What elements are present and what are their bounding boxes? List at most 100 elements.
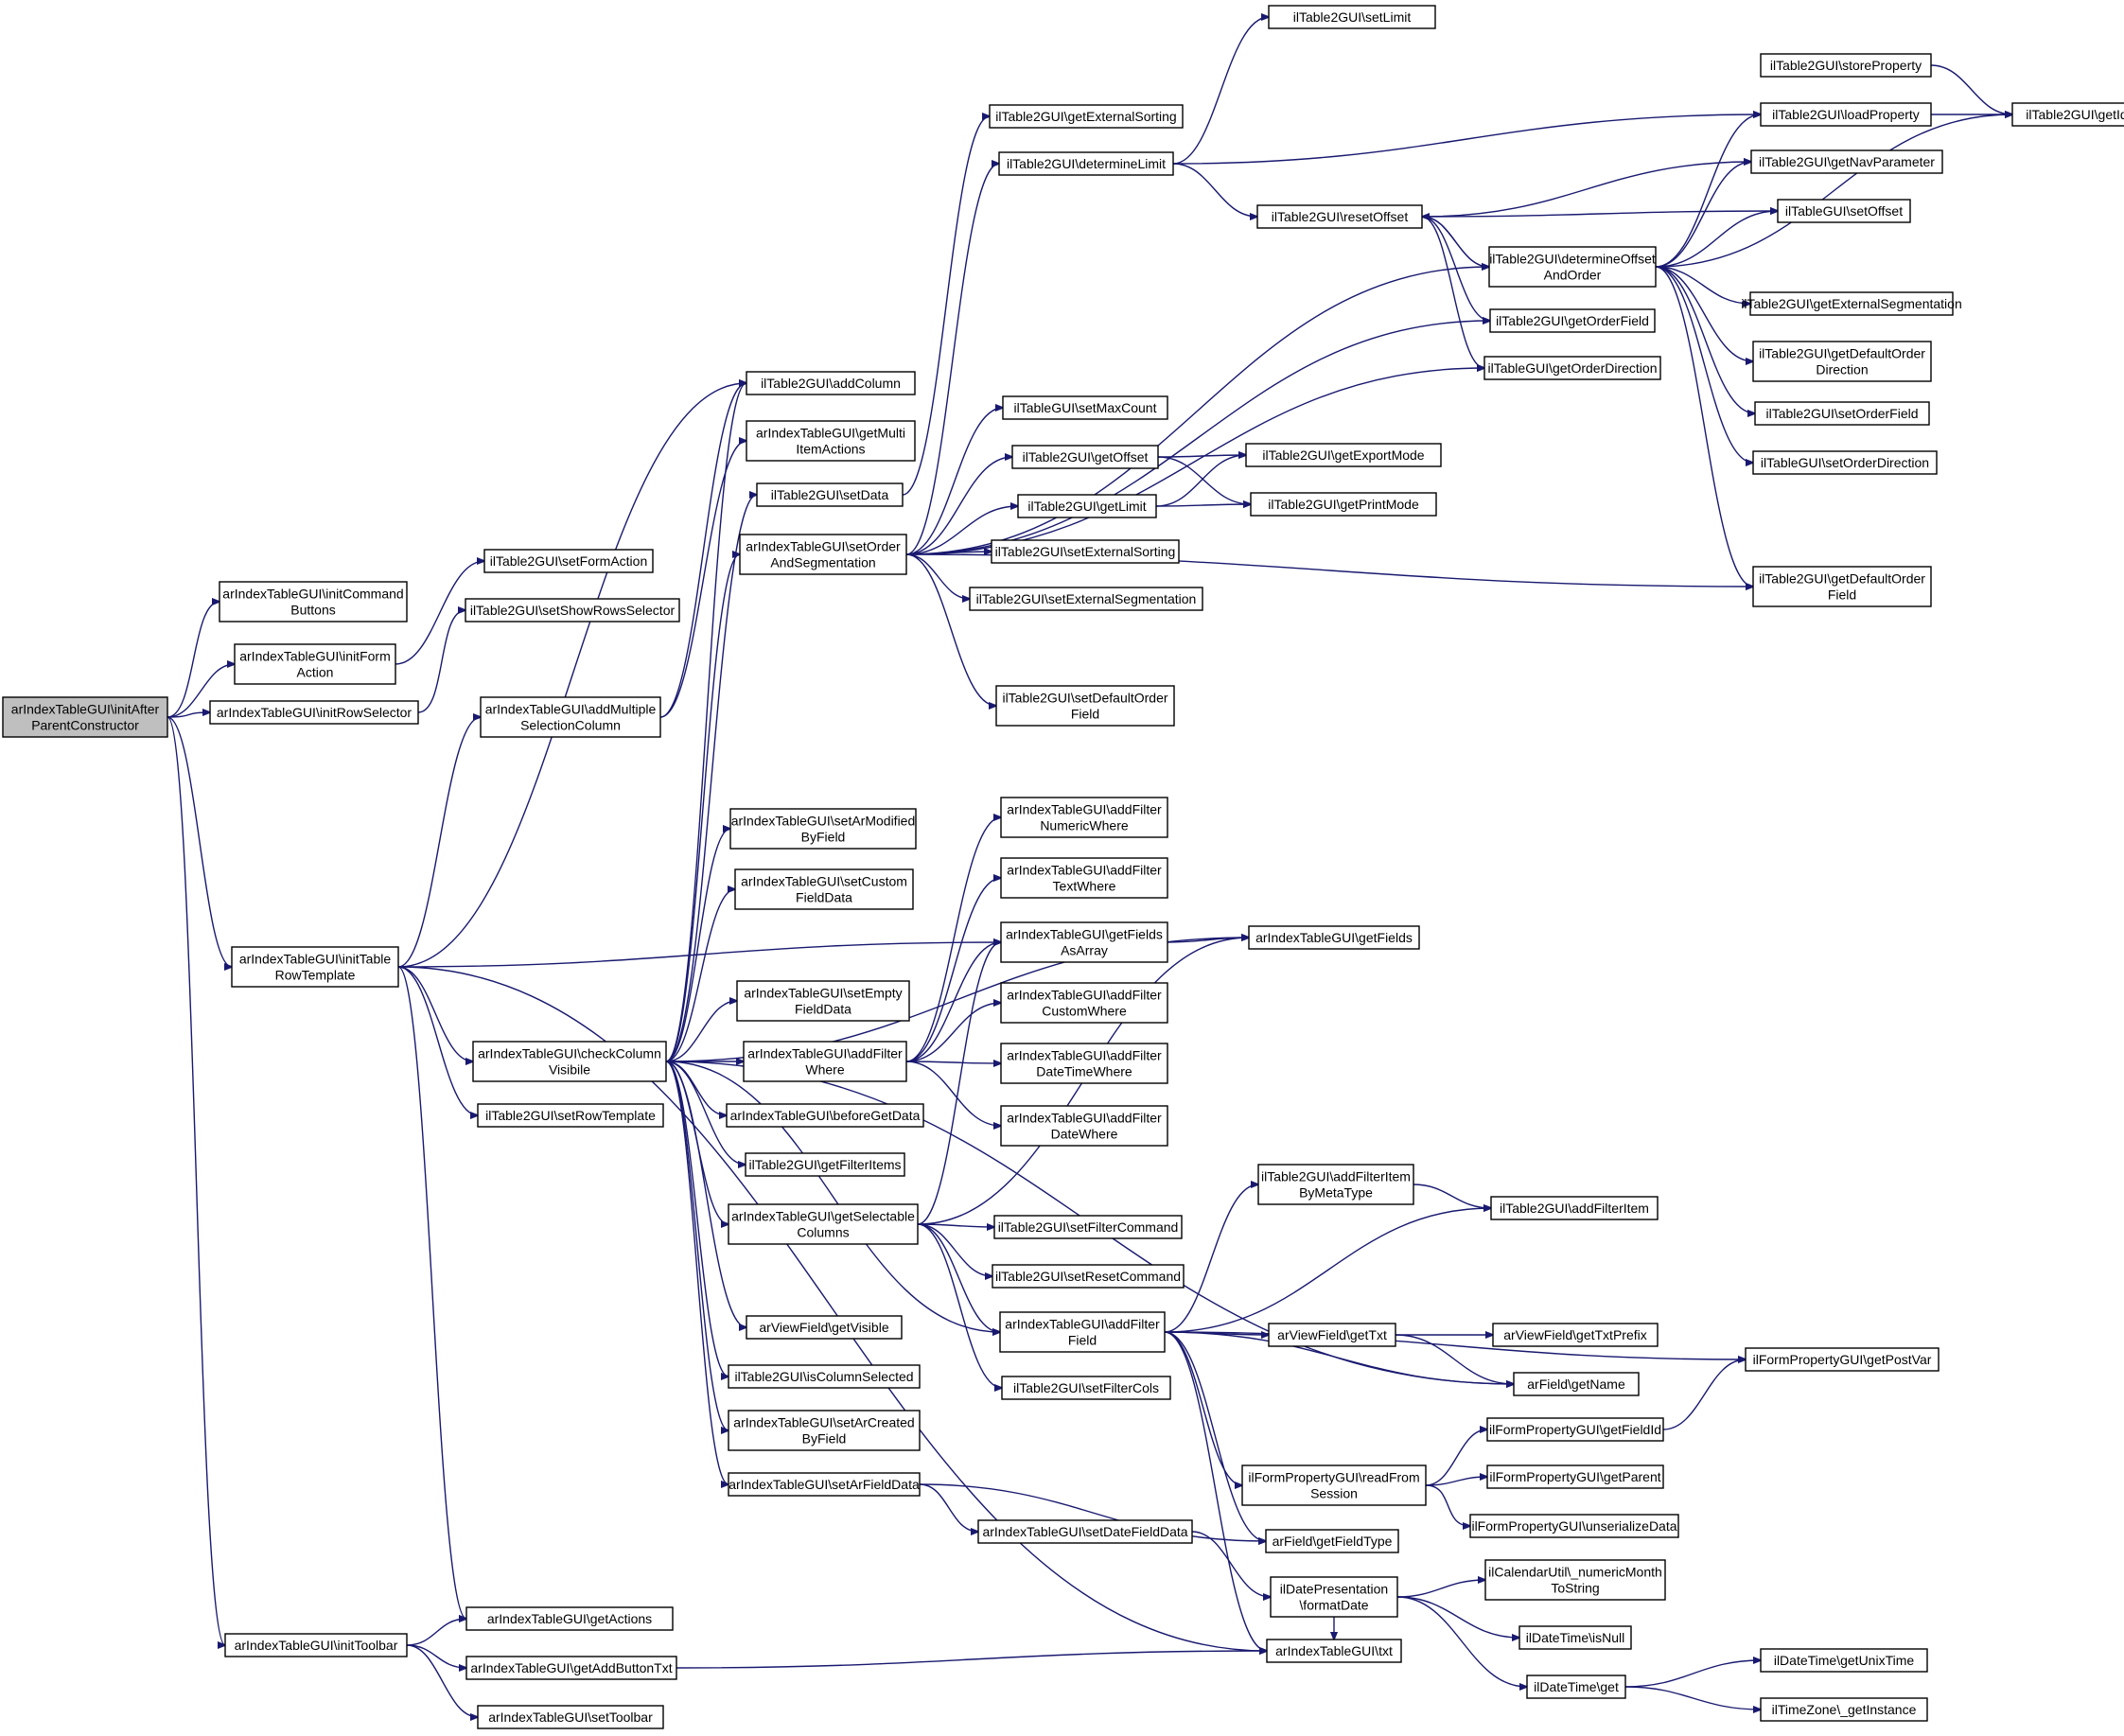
node-arindextablegui-settoolbar[interactable]: arIndexTableGUI\setToolbar	[477, 1705, 664, 1729]
node-arindextablegui-initafterparentconstructor[interactable]: arIndexTableGUI\initAfterParentConstruct…	[2, 696, 168, 738]
node-box	[1486, 1464, 1664, 1489]
node-ildatetime-isnull[interactable]: ilDateTime\isNull	[1518, 1625, 1632, 1650]
node-box	[472, 1041, 667, 1082]
node-arindextablegui-initrowselector[interactable]: arIndexTableGUI\initRowSelector	[209, 700, 419, 725]
node-arindextablegui-txt[interactable]: arIndexTableGUI\txt	[1266, 1639, 1402, 1663]
node-iltable2gui-getexternalsorting[interactable]: ilTable2GUI\getExternalSorting	[989, 104, 1184, 129]
node-ildatepresentation-formatdate[interactable]: ilDatePresentation\formatDate	[1270, 1576, 1398, 1618]
node-iltable2gui-getorderfield[interactable]: ilTable2GUI\getOrderField	[1489, 308, 1656, 333]
node-iltable2gui-setshowrowsselector[interactable]: ilTable2GUI\setShowRowsSelector	[465, 598, 680, 623]
node-iltable2gui-setexternalsorting[interactable]: ilTable2GUI\setExternalSorting	[991, 539, 1180, 564]
node-ilformpropertygui-unserializedata[interactable]: ilFormPropertyGUI\unserializeData	[1469, 1514, 1679, 1538]
node-arindextablegui-setdatefielddata[interactable]: arIndexTableGUI\setDateFieldData	[977, 1519, 1193, 1544]
node-iltable2gui-addcolumn[interactable]: ilTable2GUI\addColumn	[746, 371, 916, 395]
node-iltable2gui-setfiltercols[interactable]: ilTable2GUI\setFilterCols	[1001, 1376, 1171, 1400]
node-iltable2gui-setformaction[interactable]: ilTable2GUI\setFormAction	[483, 549, 654, 573]
node-iltable2gui-getnavparameter[interactable]: ilTable2GUI\getNavParameter	[1750, 149, 1943, 174]
node-label: arIndexTableGUI\addFilter	[1007, 863, 1162, 878]
node-arindextablegui-setarfielddata[interactable]: arIndexTableGUI\setArFieldData	[728, 1472, 921, 1497]
node-iltable2gui-iscolumnselected[interactable]: ilTable2GUI\isColumnSelected	[728, 1364, 921, 1389]
node-iltable2gui-setexternalsegmentation[interactable]: ilTable2GUI\setExternalSegmentation	[969, 587, 1203, 611]
node-arindextablegui-getaddbuttontxt[interactable]: arIndexTableGUI\getAddButtonTxt	[465, 1656, 677, 1680]
node-iltable2gui-getexportmode[interactable]: ilTable2GUI\getExportMode	[1245, 443, 1442, 467]
node-iltimezone-getinstance[interactable]: ilTimeZone\_getInstance	[1760, 1697, 1928, 1722]
node-ilformpropertygui-getpostvar[interactable]: ilFormPropertyGUI\getPostVar	[1745, 1347, 1940, 1372]
node-iltable2gui-storeproperty[interactable]: ilTable2GUI\storeProperty	[1760, 53, 1932, 78]
node-arindextablegui-getfields[interactable]: arIndexTableGUI\getFields	[1248, 925, 1420, 950]
node-ildatetime-getunixtime[interactable]: ilDateTime\getUnixTime	[1760, 1648, 1928, 1673]
node-arindextablegui-inittoolbar[interactable]: arIndexTableGUI\initToolbar	[224, 1633, 408, 1657]
node-arindextablegui-getactions[interactable]: arIndexTableGUI\getActions	[465, 1606, 674, 1631]
node-arindextablegui-beforegetdata[interactable]: arIndexTableGUI\beforeGetData	[726, 1103, 924, 1128]
node-label: arIndexTableGUI\setArModified	[731, 814, 916, 829]
node-iltable2gui-getprintmode[interactable]: ilTable2GUI\getPrintMode	[1250, 492, 1437, 517]
node-arviewfield-gettxtprefix[interactable]: arViewField\getTxtPrefix	[1492, 1323, 1659, 1347]
edge-arindextablegui-addfilterfield-to-arfield-getfieldtype	[1164, 1331, 1266, 1541]
node-box	[1248, 925, 1420, 950]
node-iltable2gui-loadproperty[interactable]: ilTable2GUI\loadProperty	[1760, 102, 1932, 127]
node-arviewfield-gettxt[interactable]: arViewField\getTxt	[1268, 1323, 1396, 1347]
node-label: arIndexTableGUI\setEmpty	[744, 986, 902, 1001]
node-arfield-getname[interactable]: arField\getName	[1513, 1372, 1640, 1396]
node-box	[1268, 1323, 1396, 1347]
node-iltable2gui-setfiltercommand[interactable]: ilTable2GUI\setFilterCommand	[993, 1215, 1183, 1239]
node-arfield-getfieldtype[interactable]: arField\getFieldType	[1265, 1529, 1399, 1553]
node-box	[1749, 291, 1954, 316]
node-arviewfield-getvisible[interactable]: arViewField\getVisible	[746, 1315, 903, 1340]
node-arindextablegui-addmultipleselectioncolumn[interactable]: arIndexTableGUI\addMultipleSelectionColu…	[480, 696, 661, 738]
node-iltable2gui-setresetcommand[interactable]: ilTable2GUI\setResetCommand	[992, 1264, 1185, 1289]
node-iltable2gui-getid[interactable]: ilTable2GUI\getId	[2011, 102, 2124, 127]
node-label: arIndexTableGUI\initToolbar	[235, 1638, 398, 1653]
node-ildatetime-get[interactable]: ilDateTime\get	[1526, 1675, 1626, 1699]
node-ilformpropertygui-getfieldid[interactable]: ilFormPropertyGUI\getFieldId	[1486, 1417, 1664, 1442]
node-iltable2gui-resetoffset[interactable]: ilTable2GUI\resetOffset	[1256, 204, 1423, 229]
node-layer: arIndexTableGUI\initAfterParentConstruct…	[2, 5, 2124, 1729]
node-iltable2gui-getfilteritems[interactable]: ilTable2GUI\getFilterItems	[745, 1152, 905, 1177]
node-iltable2gui-setorderfield[interactable]: ilTable2GUI\setOrderField	[1754, 401, 1930, 426]
node-iltable2gui-getexternalsegmentation[interactable]: ilTable2GUI\getExternalSegmentation	[1741, 291, 1962, 316]
edge-arindextablegui-setorderandsegmentation-to-iltablegui-setmaxcount	[905, 408, 1003, 555]
node-iltablegui-setorderdirection[interactable]: ilTableGUI\setOrderDirection	[1752, 450, 1938, 475]
node-iltable2gui-getoffset[interactable]: ilTable2GUI\getOffset	[1011, 445, 1159, 469]
node-iltablegui-setmaxcount[interactable]: ilTableGUI\setMaxCount	[1002, 395, 1168, 420]
node-ilformpropertygui-getparent[interactable]: ilFormPropertyGUI\getParent	[1486, 1464, 1664, 1489]
edge-iltable2gui-determineoffsetandorder-to-iltablegui-setorderdirection	[1655, 266, 1753, 463]
node-iltable2gui-setdata[interactable]: ilTable2GUI\setData	[756, 482, 904, 507]
edge-iltable2gui-determineoffsetandorder-to-iltable2gui-getnavparameter	[1655, 162, 1751, 268]
node-iltable2gui-setrowtemplate[interactable]: ilTable2GUI\setRowTemplate	[477, 1103, 664, 1128]
node-iltable2gui-getlimit[interactable]: ilTable2GUI\getLimit	[1017, 494, 1157, 518]
node-iltable2gui-determinelimit[interactable]: ilTable2GUI\determineLimit	[998, 151, 1174, 176]
node-label: ilTableGUI\setOffset	[1785, 203, 1903, 219]
node-iltable2gui-addfilteritem[interactable]: ilTable2GUI\addFilterItem	[1490, 1196, 1659, 1220]
node-label: ByField	[802, 1431, 847, 1447]
node-iltable2gui-setlimit[interactable]: ilTable2GUI\setLimit	[1268, 5, 1436, 29]
node-iltablegui-setoffset[interactable]: ilTableGUI\setOffset	[1777, 199, 1911, 223]
node-iltablegui-getorderdirection[interactable]: ilTableGUI\getOrderDirection	[1483, 356, 1661, 380]
